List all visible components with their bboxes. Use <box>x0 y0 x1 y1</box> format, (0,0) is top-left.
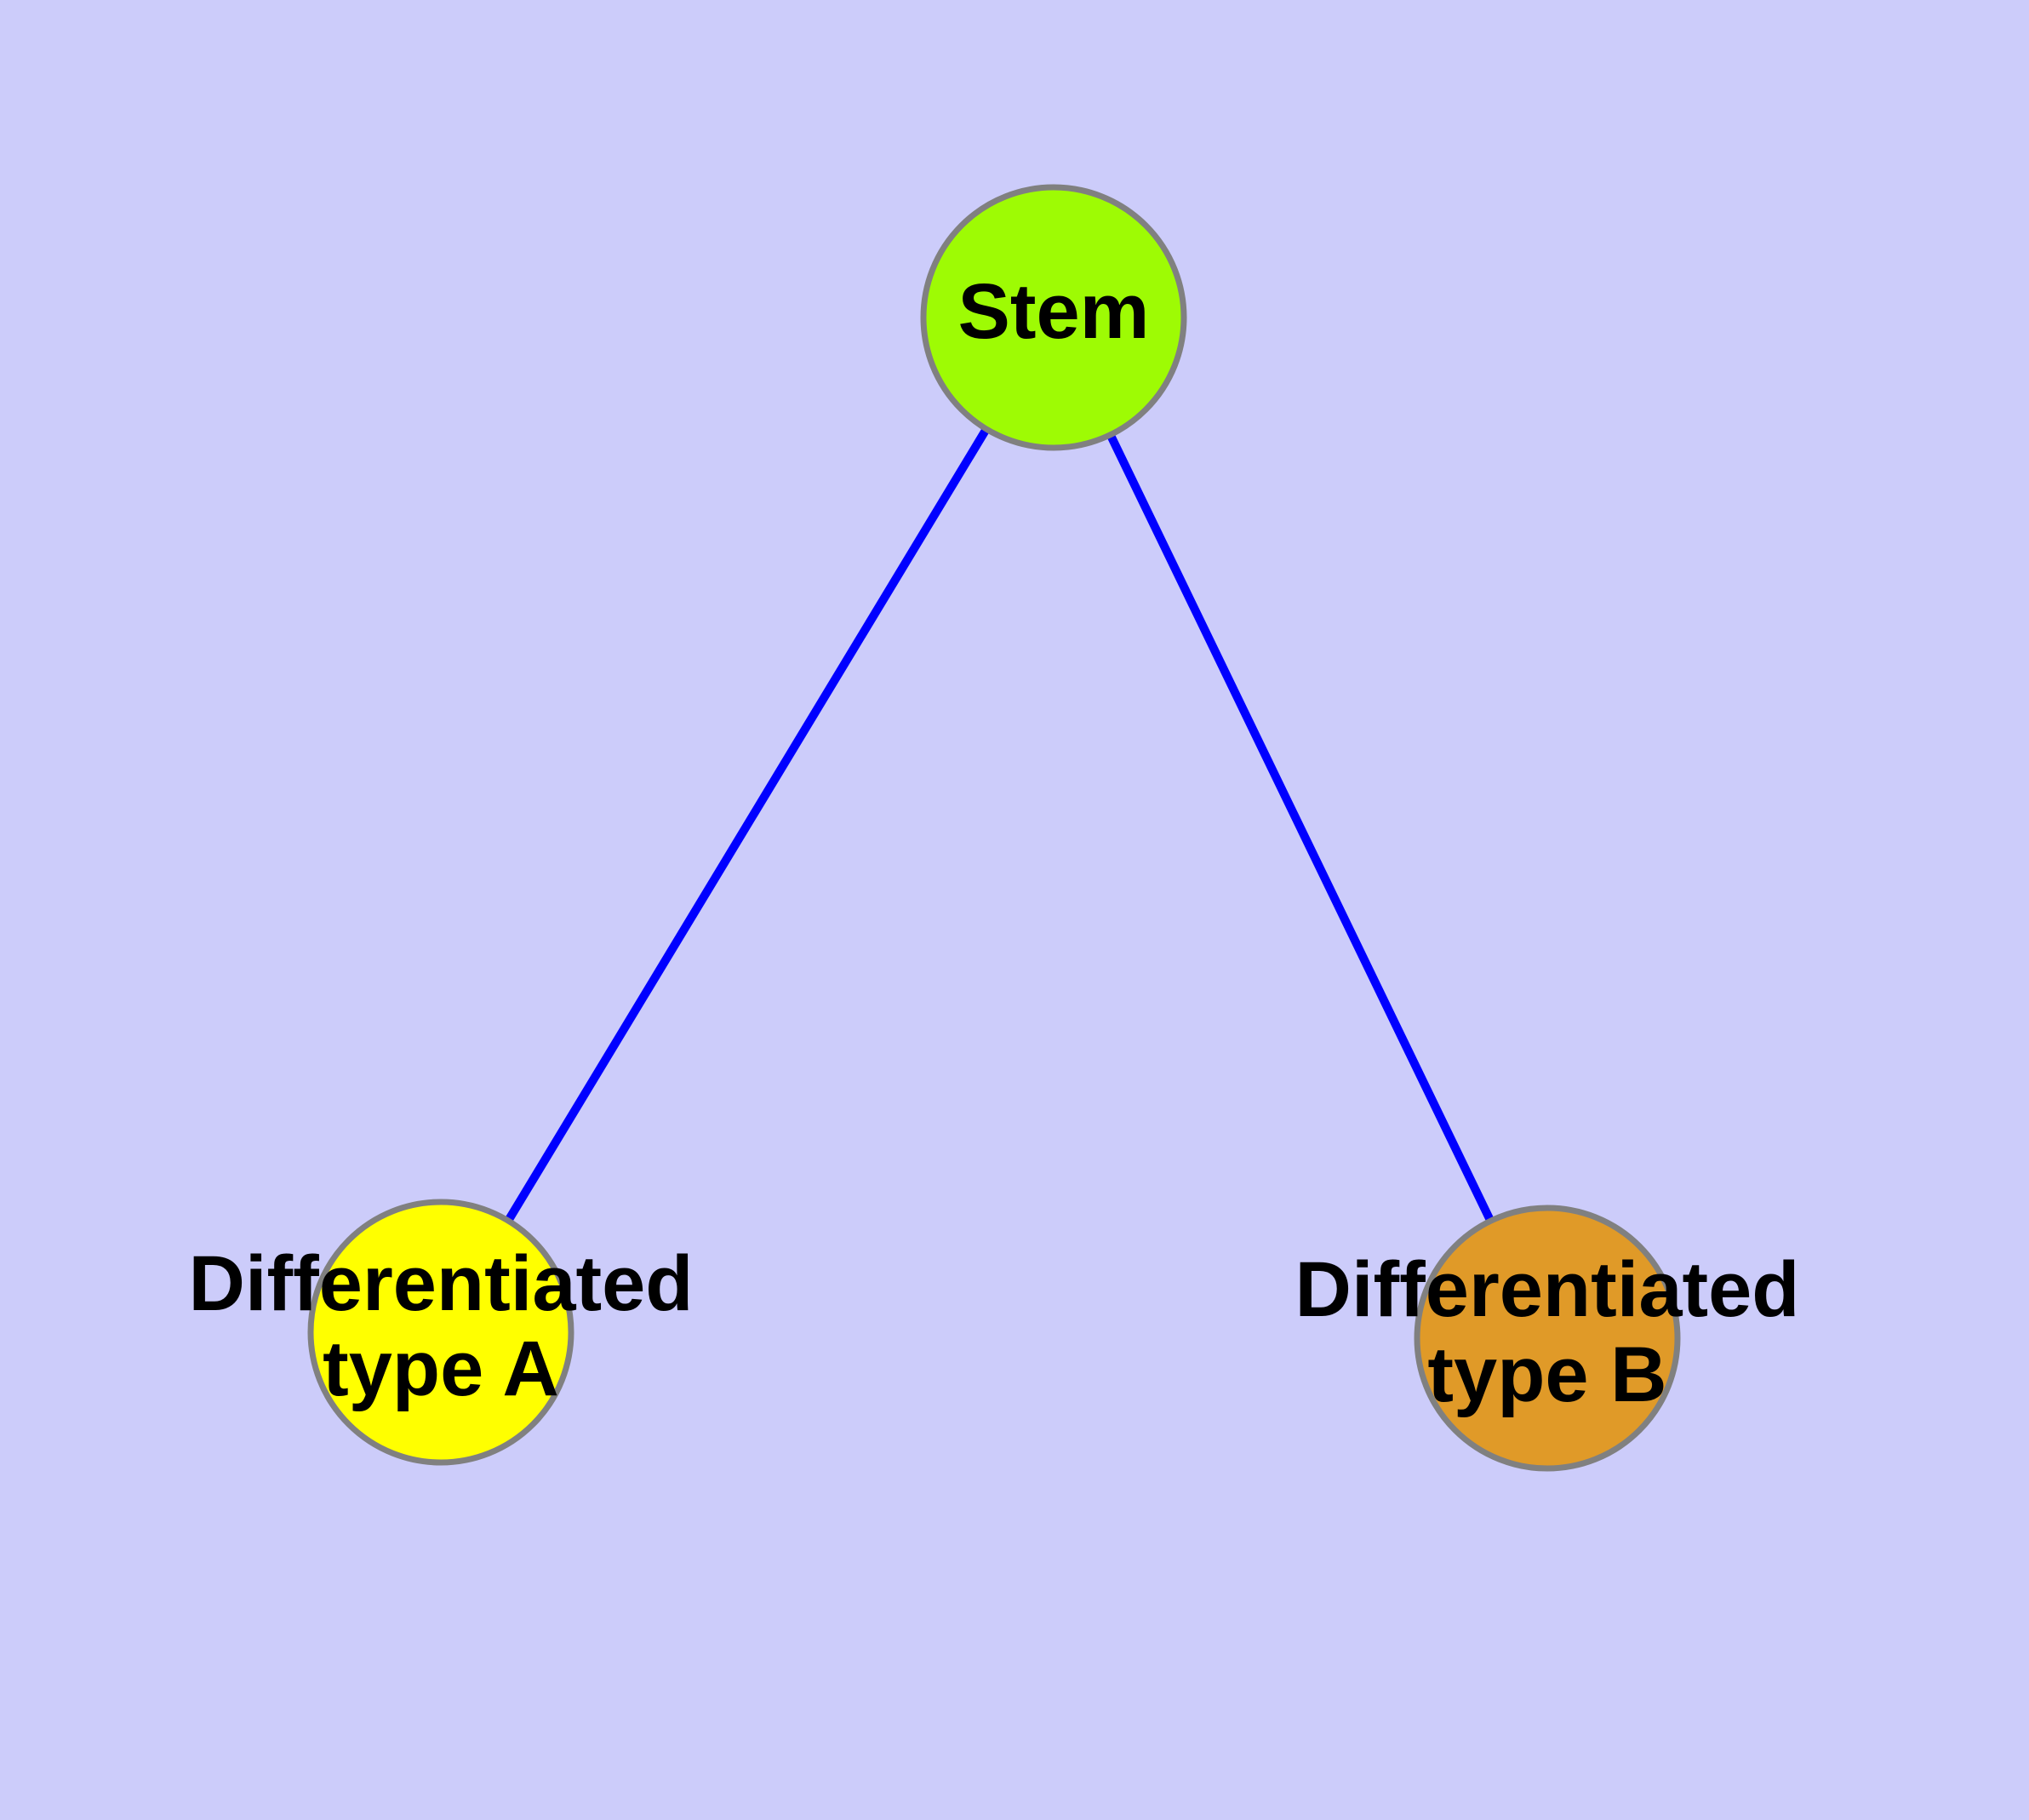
edge-stem-to-diff-a[interactable] <box>498 416 997 1233</box>
edges-layer <box>498 416 1500 1234</box>
node-label-line: type A <box>323 1325 559 1412</box>
node-label-stem: Stem <box>958 268 1150 355</box>
node-label-line: Differentiated <box>1295 1246 1800 1333</box>
nodes-layer <box>307 184 1681 1472</box>
node-diff-b[interactable] <box>1414 1205 1681 1472</box>
node-label-line: type B <box>1427 1331 1666 1418</box>
node-label-line: Differentiated <box>189 1240 694 1327</box>
node-label-line: Stem <box>958 268 1150 355</box>
edge-stem-to-diff-b[interactable] <box>1101 421 1500 1234</box>
node-diff-a[interactable] <box>307 1199 574 1466</box>
node-stem[interactable] <box>920 184 1187 451</box>
